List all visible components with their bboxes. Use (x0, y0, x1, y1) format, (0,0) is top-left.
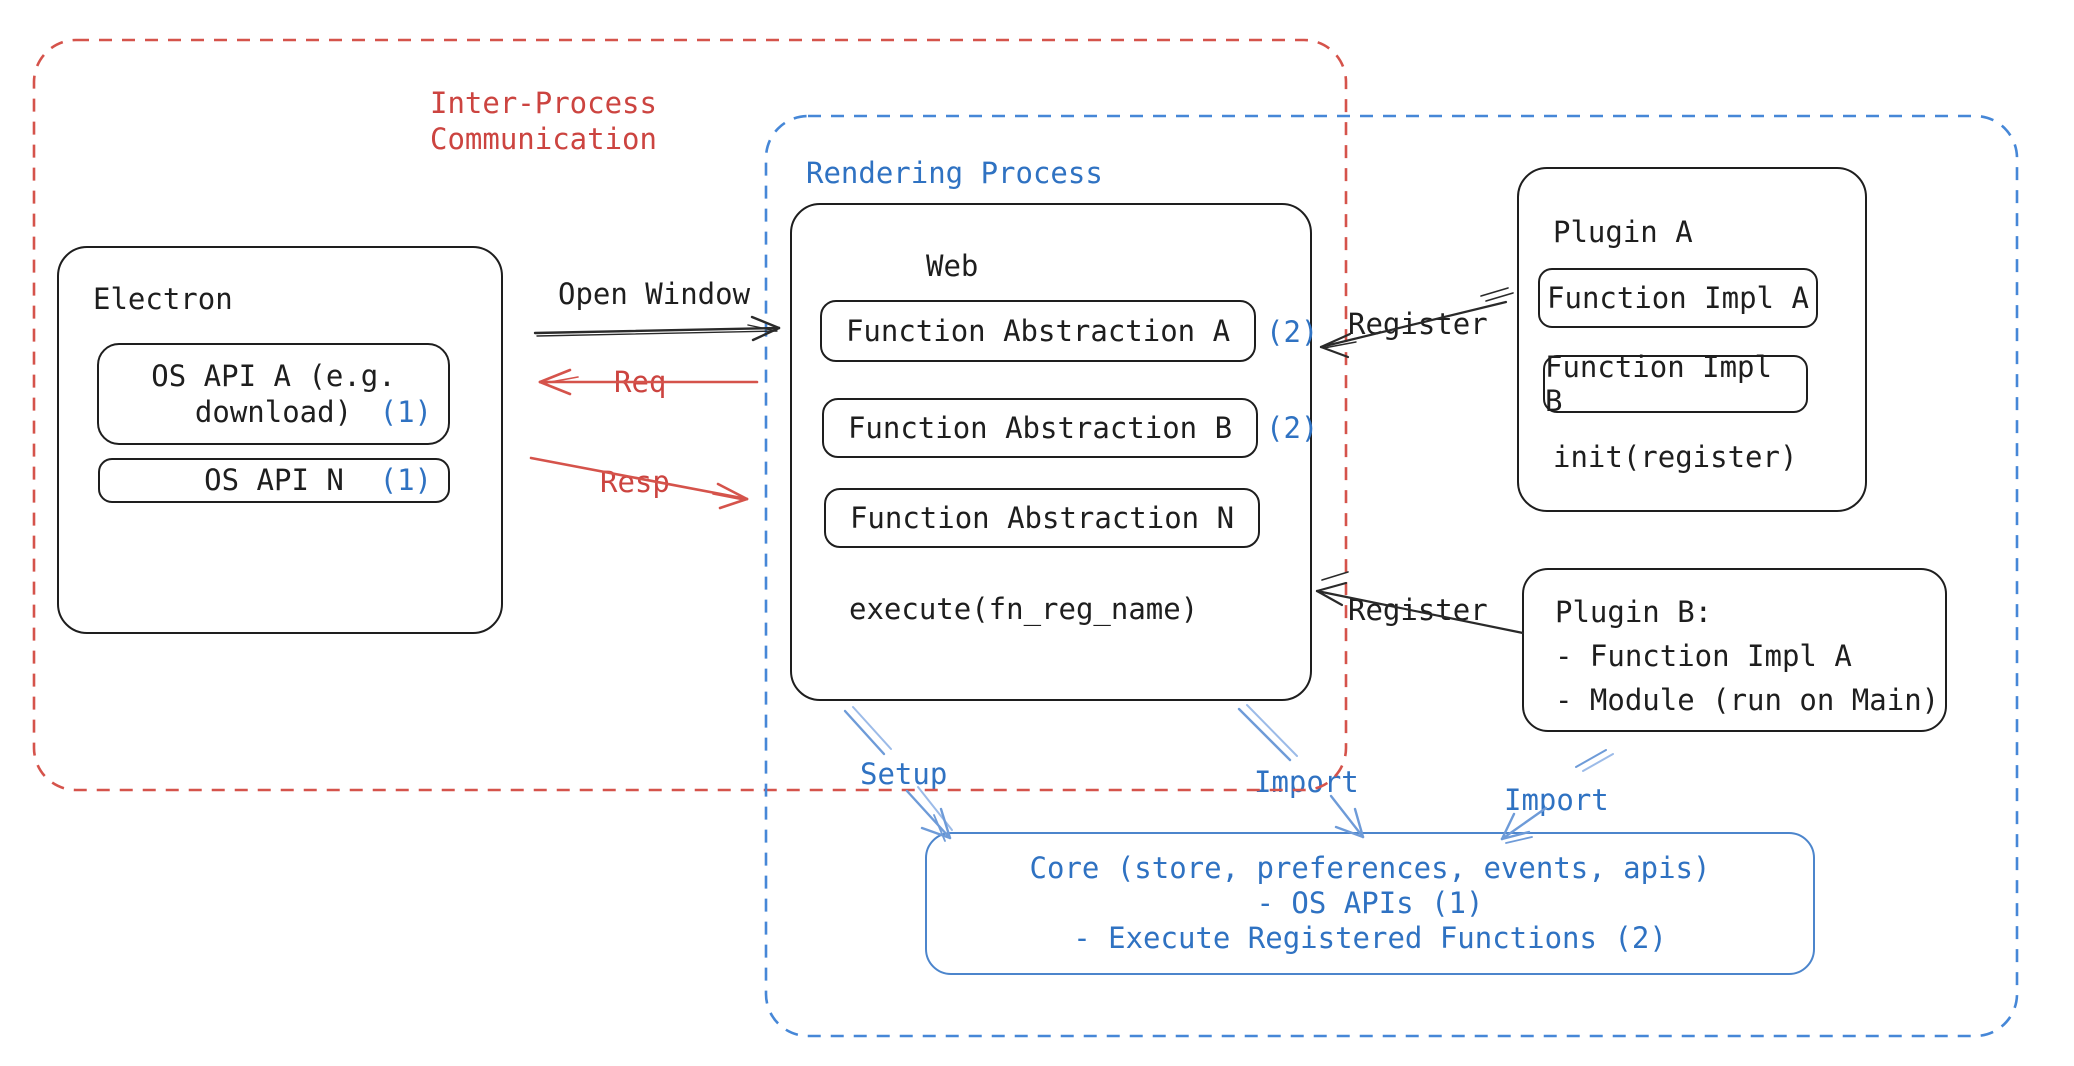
plugin-a-title: Plugin A (1553, 215, 1693, 249)
execute-text: execute(fn_reg_name) (849, 592, 1199, 626)
function-abstraction-n-text: Function Abstraction N (849, 501, 1235, 535)
open-window-label: Open Window (558, 277, 751, 311)
plugin-a-box (1517, 167, 1867, 512)
os-api-a-box: OS API A (e.g. download) (1) (97, 343, 450, 445)
os-api-a-line1: OS API A (e.g. (151, 359, 396, 393)
os-api-n-ref: (1) (379, 463, 432, 497)
ipc-label-line2: Communication (430, 122, 657, 156)
setup-label: Setup (860, 757, 948, 791)
rendering-group-border (764, 114, 2019, 1038)
plugin-a-init: init(register) (1553, 440, 1798, 474)
function-abstraction-a-text: Function Abstraction A (845, 314, 1231, 348)
function-impl-a-text: Function Impl A (1547, 281, 1809, 315)
core-line1: Core (store, preferences, events, apis) (1029, 851, 1711, 885)
import-mid-label: Import (1254, 765, 1359, 799)
fn-abs-b-ref: (2) (1266, 411, 1319, 445)
core-line2: - OS APIs (1) (1256, 886, 1484, 920)
plugin-b-line3: - Module (run on Main) (1555, 683, 1940, 717)
os-api-n-text: OS API N (204, 463, 344, 497)
rendering-group-label: Rendering Process (806, 156, 1103, 190)
core-box: Core (store, preferences, events, apis) … (925, 832, 1815, 975)
electron-title: Electron (93, 282, 233, 316)
function-abstraction-a-box: Function Abstraction A (820, 300, 1256, 362)
function-abstraction-b-box: Function Abstraction B (822, 398, 1258, 458)
os-api-a-line2-text: download) (194, 395, 353, 429)
function-impl-a-box: Function Impl A (1538, 268, 1818, 328)
os-api-n-box: OS API N (1) (98, 458, 450, 503)
os-api-a-line2: download) (1) (99, 394, 448, 430)
function-abstraction-b-text: Function Abstraction B (847, 411, 1233, 445)
core-line3: - Execute Registered Functions (2) (1073, 921, 1667, 955)
plugin-b-line2: - Function Impl A (1555, 639, 1852, 673)
fn-abs-a-ref: (2) (1266, 315, 1319, 349)
ipc-label-line1: Inter-Process (430, 86, 657, 120)
plugin-b-text: Plugin B: - Function Impl A - Module (run … (1555, 590, 1939, 722)
function-abstraction-n-box: Function Abstraction N (824, 488, 1260, 548)
ipc-group-border (32, 38, 1348, 792)
plugin-b-box (1522, 568, 1947, 732)
web-title: Web (926, 249, 979, 283)
plugin-b-line1: Plugin B: (1555, 595, 1713, 629)
function-impl-b-box: Function Impl B (1543, 350, 1808, 418)
function-impl-b-text: Function Impl B (1545, 350, 1772, 418)
os-api-a-ref: (1) (379, 395, 432, 429)
